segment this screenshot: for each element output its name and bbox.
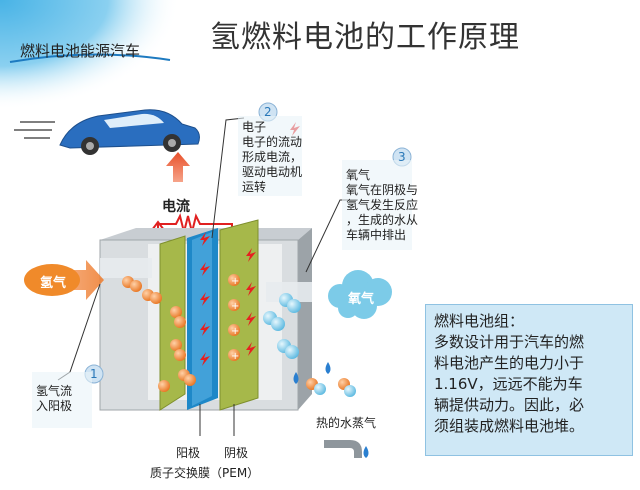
step-2-text: 电子 电子的流动 形成电流， 驱动电动机 运转 [242, 120, 303, 194]
exhaust-pipe [324, 440, 362, 458]
electron-bolts [200, 122, 300, 366]
car-icon [14, 109, 200, 155]
anode-label: 阳极 [176, 446, 201, 460]
step-3-text: 氧气 氧气在阴极与 氢气发生反应 ，生成的水从 车辆中排出 [346, 168, 419, 242]
step-1-number: 1 [90, 367, 98, 381]
cathode-label: 阴极 [224, 446, 249, 460]
water-vapor-label: 热的水蒸气 [316, 416, 377, 430]
water-vapor [293, 362, 369, 458]
callout-panel-2 [238, 116, 302, 196]
fuel-cell-stack [99, 219, 312, 411]
current-up-arrow [166, 152, 190, 182]
anode-plate [159, 235, 186, 411]
step-1-text: 氢气流 入阳极 [36, 384, 73, 413]
brand-label: 燃料电池能源汽车 [20, 42, 141, 60]
svg-text:+: + [231, 326, 239, 337]
page-title: 氢燃料电池的工作原理 [210, 20, 520, 55]
hydrogen-molecules [122, 276, 196, 392]
cathode-plate [219, 219, 259, 411]
info-line: 须组装成燃料电池堆。 [434, 417, 585, 435]
info-line: 料电池产生的电力小于 [434, 354, 585, 372]
pem-label: 质子交换膜（PEM） [150, 466, 260, 480]
svg-text:+: + [231, 351, 239, 362]
current-wire [157, 213, 233, 238]
callout-panel-1 [32, 372, 92, 428]
hydrogen-label: 氢气 [40, 276, 67, 291]
current-label: 电流 [162, 199, 190, 215]
info-box: 燃料电池组： 多数设计用于汽车的燃 料电池产生的电力小于 1.16V，远远不能为… [425, 304, 633, 456]
oxygen-molecules [263, 293, 301, 359]
svg-text:+: + [231, 301, 239, 312]
info-line: 1.16V，远远不能为车 [434, 375, 583, 393]
step-3-number: 3 [398, 150, 406, 164]
oxygen-label: 氧气 [348, 292, 375, 307]
info-title: 燃料电池组： [434, 312, 525, 330]
step-2-number: 2 [264, 105, 272, 119]
proton-markers: + + + + [228, 274, 240, 362]
info-line: 辆提供动力。因此，必 [434, 396, 585, 414]
callout-panel-3 [342, 160, 412, 250]
info-line: 多数设计用于汽车的燃 [434, 333, 585, 351]
svg-text:+: + [231, 276, 239, 287]
oxygen-cloud [328, 270, 392, 319]
brand-swash [9, 53, 171, 63]
